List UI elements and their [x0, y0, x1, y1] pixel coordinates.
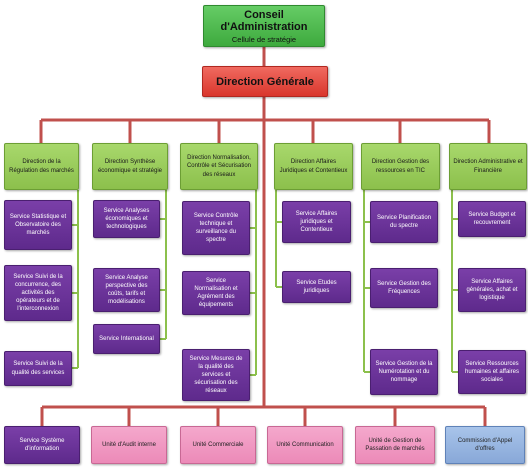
direction-box: Direction Administrative et Financière	[449, 143, 527, 190]
direction-label: Direction Normalisation, Contrôle et Séc…	[186, 155, 252, 178]
direction-box: Direction Synthèse économique et stratég…	[92, 143, 168, 190]
general-direction-box: Direction Générale	[202, 66, 328, 97]
service-label: Service Normalisation et Agrément des éq…	[194, 277, 238, 309]
service-label: Service Suivi de la qualité des services	[11, 361, 65, 376]
service-label: Service Mesures de la qualité des servic…	[189, 355, 243, 395]
direction-box: Direction Normalisation, Contrôle et Séc…	[180, 143, 258, 190]
service-box: Service Normalisation et Agrément des éq…	[182, 271, 250, 315]
direction-box: Direction Gestion des ressources en TIC	[361, 143, 440, 190]
bottom-unit-label: Unité Communication	[276, 441, 334, 448]
direction-box: Direction de la Régulation des marchés	[4, 143, 79, 190]
service-box: Service Affaires juridiques et Contentie…	[282, 201, 351, 243]
service-box: Service Statistique et Observatoire des …	[4, 200, 72, 250]
board-subtitle: Cellule de stratégie	[231, 34, 297, 44]
direction-label: Direction Affaires Juridiques et Content…	[279, 159, 348, 174]
bottom-unit-box: Commission d'Appel d'offres	[445, 426, 525, 464]
direction-label: Direction Administrative et Financière	[453, 159, 523, 174]
general-direction-title: Direction Générale	[216, 75, 314, 88]
service-label: Service Planification du spectre	[376, 214, 432, 229]
service-label: Service Budget et recouvrement	[468, 211, 516, 226]
service-label: Service Affaires juridiques et Contentie…	[295, 210, 338, 234]
bottom-unit-box: Unité Communication	[267, 426, 343, 464]
bottom-unit-box: Unité Commerciale	[180, 426, 256, 464]
service-label: Service Gestion de la Numérotation et du…	[375, 360, 433, 384]
service-box: Service Etudes juridiques	[282, 271, 351, 303]
service-box: Service Analyse perspective des coûts, t…	[93, 268, 160, 312]
service-label: Service Contrôle technique et surveillan…	[193, 212, 239, 244]
bottom-unit-label: Unité d'Audit interne	[102, 441, 156, 448]
service-label: Service Etudes juridiques	[296, 279, 337, 294]
board-title: Conseil d'Administration	[220, 8, 308, 33]
service-box: Service International	[93, 324, 160, 354]
service-label: Service Suivi de la concurrence, des act…	[13, 273, 63, 313]
service-box: Service Analyses économiques et technolo…	[93, 200, 160, 238]
service-label: Service International	[99, 335, 154, 342]
service-label: Service Analyse perspective des coûts, t…	[105, 274, 148, 306]
service-box: Service Contrôle technique et surveillan…	[182, 201, 250, 255]
bottom-unit-label: Unité Commerciale	[192, 441, 244, 448]
service-box: Service Gestion des Fréquences	[370, 268, 438, 308]
bottom-unit-label: Commission d'Appel d'offres	[457, 437, 513, 452]
bottom-unit-box: Unité d'Audit interne	[91, 426, 167, 464]
board-box: Conseil d'Administration Cellule de stra…	[203, 5, 325, 47]
service-label: Service Gestion des Fréquences	[377, 280, 431, 295]
service-label: Service Statistique et Observatoire des …	[9, 213, 67, 237]
direction-label: Direction de la Régulation des marchés	[9, 159, 74, 174]
bottom-unit-box: Service Système d'information	[4, 426, 80, 464]
service-box: Service Mesures de la qualité des servic…	[182, 349, 250, 401]
service-box: Service Budget et recouvrement	[458, 201, 526, 237]
service-label: Service Ressources humaines et affaires …	[465, 360, 519, 384]
bottom-unit-label: Service Système d'information	[19, 437, 65, 452]
service-box: Service Gestion de la Numérotation et du…	[370, 349, 438, 395]
bottom-unit-label: Unité de Gestion de Passation de marchés	[365, 437, 425, 452]
bottom-unit-box: Unité de Gestion de Passation de marchés	[355, 426, 435, 464]
service-box: Service Suivi de la qualité des services	[4, 351, 72, 386]
service-label: Service Analyses économiques et technolo…	[103, 207, 150, 231]
service-box: Service Ressources humaines et affaires …	[458, 350, 526, 394]
direction-label: Direction Synthèse économique et stratég…	[97, 159, 163, 174]
service-label: Service Affaires générales, achat et log…	[466, 278, 518, 302]
service-box: Service Suivi de la concurrence, des act…	[4, 265, 72, 321]
direction-label: Direction Gestion des ressources en TIC	[371, 159, 430, 174]
service-box: Service Planification du spectre	[370, 201, 438, 243]
service-box: Service Affaires générales, achat et log…	[458, 268, 526, 312]
direction-box: Direction Affaires Juridiques et Content…	[274, 143, 353, 190]
